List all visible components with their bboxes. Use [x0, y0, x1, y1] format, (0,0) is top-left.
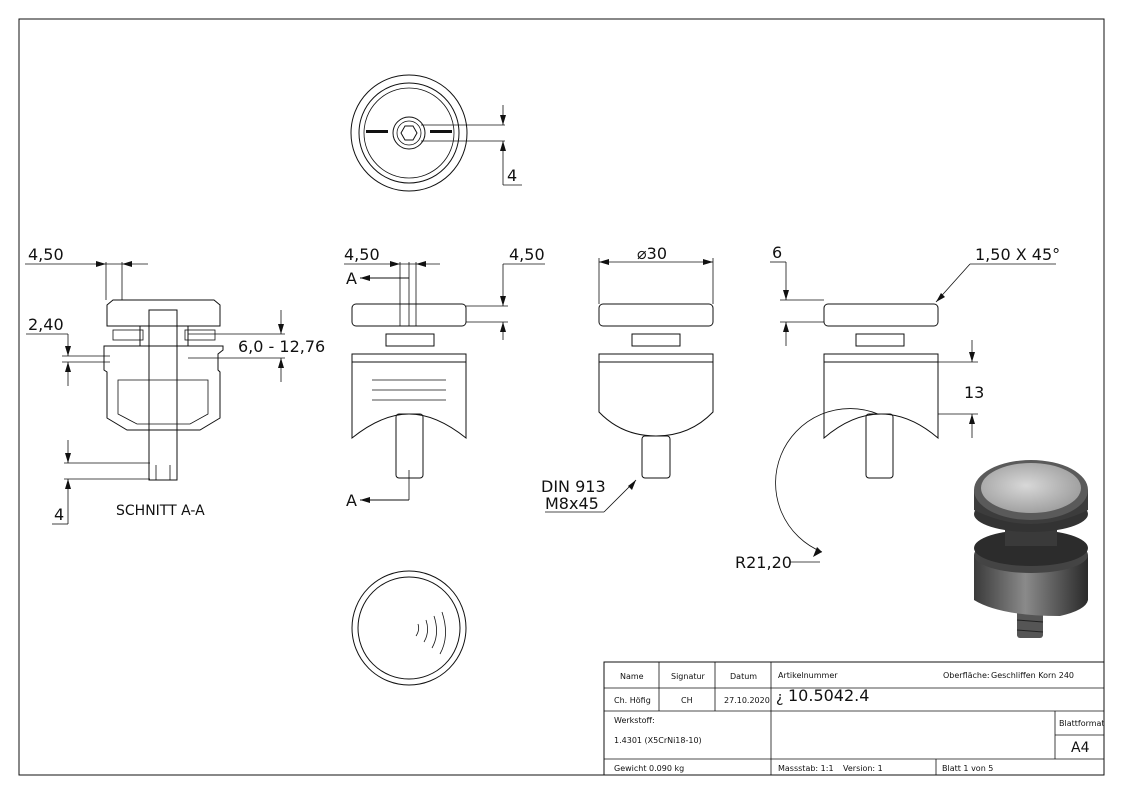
side-view: ⌀30 DIN 913 M8x45 — [541, 244, 714, 513]
material-label: Werkstoff: — [614, 716, 655, 725]
right-view: 6 1,50 X 45° 13 R21,20 — [735, 243, 1060, 572]
section-marker-top: A — [346, 269, 357, 288]
section-top-width-dimension: 4,50 — [28, 245, 64, 264]
front-view: A A 4,50 4,50 — [344, 245, 545, 510]
sheet-format-label: Blattformat — [1059, 719, 1105, 728]
name-header: Name — [620, 672, 644, 681]
section-view: 4,50 2,40 6,0 - 12,76 4 SCHNITT A-A — [25, 245, 325, 525]
right-height-dimension: 6 — [772, 243, 782, 262]
name-value: Ch. Höfig — [614, 696, 651, 705]
date-value: 27.10.2020 — [724, 696, 770, 705]
scale-value: Massstab: 1:1 — [778, 764, 834, 773]
section-title: SCHNITT A-A — [116, 503, 205, 519]
surface-label: Oberfläche: — [943, 671, 990, 680]
sheet-number-value: Blatt 1 von 5 — [942, 764, 993, 773]
bottom-view — [351, 570, 467, 686]
diameter-dimension: ⌀30 — [637, 244, 667, 263]
signature-value: CH — [681, 696, 693, 705]
article-prefix: ¿ — [776, 690, 783, 706]
sheet-border — [18, 18, 1105, 776]
chamfer-dimension: 1,50 X 45° — [975, 245, 1060, 264]
din-standard-label: DIN 913 — [541, 477, 606, 496]
section-range-dimension: 6,0 - 12,76 — [238, 337, 325, 356]
section-groove-dimension: 2,40 — [28, 315, 64, 334]
version-value: Version: 1 — [843, 764, 883, 773]
article-label: Artikelnummer — [778, 671, 838, 680]
article-number: 10.5042.4 — [788, 686, 869, 705]
sheet-format-value: A4 — [1071, 740, 1090, 756]
title-block: Name Signatur Datum Ch. Höfig CH 27.10.2… — [603, 661, 1105, 776]
isometric-render — [974, 460, 1088, 638]
top-view: 4 — [350, 74, 522, 192]
weight-value: Gewicht 0.090 kg — [614, 764, 684, 773]
section-bottom-dimension: 4 — [54, 505, 64, 524]
material-value: 1.4301 (X5CrNi18-10) — [614, 736, 702, 745]
radius-dimension: R21,20 — [735, 553, 792, 572]
right-body-height-dimension: 13 — [964, 383, 984, 402]
surface-value: Geschliffen Korn 240 — [991, 671, 1074, 680]
front-width-dimension: 4,50 — [344, 245, 380, 264]
signature-header: Signatur — [671, 672, 706, 681]
thread-size-label: M8x45 — [545, 494, 599, 513]
front-height-dimension: 4,50 — [509, 245, 545, 264]
top-view-dimension: 4 — [507, 166, 517, 185]
date-header: Datum — [730, 672, 757, 681]
section-marker-bottom: A — [346, 491, 357, 510]
